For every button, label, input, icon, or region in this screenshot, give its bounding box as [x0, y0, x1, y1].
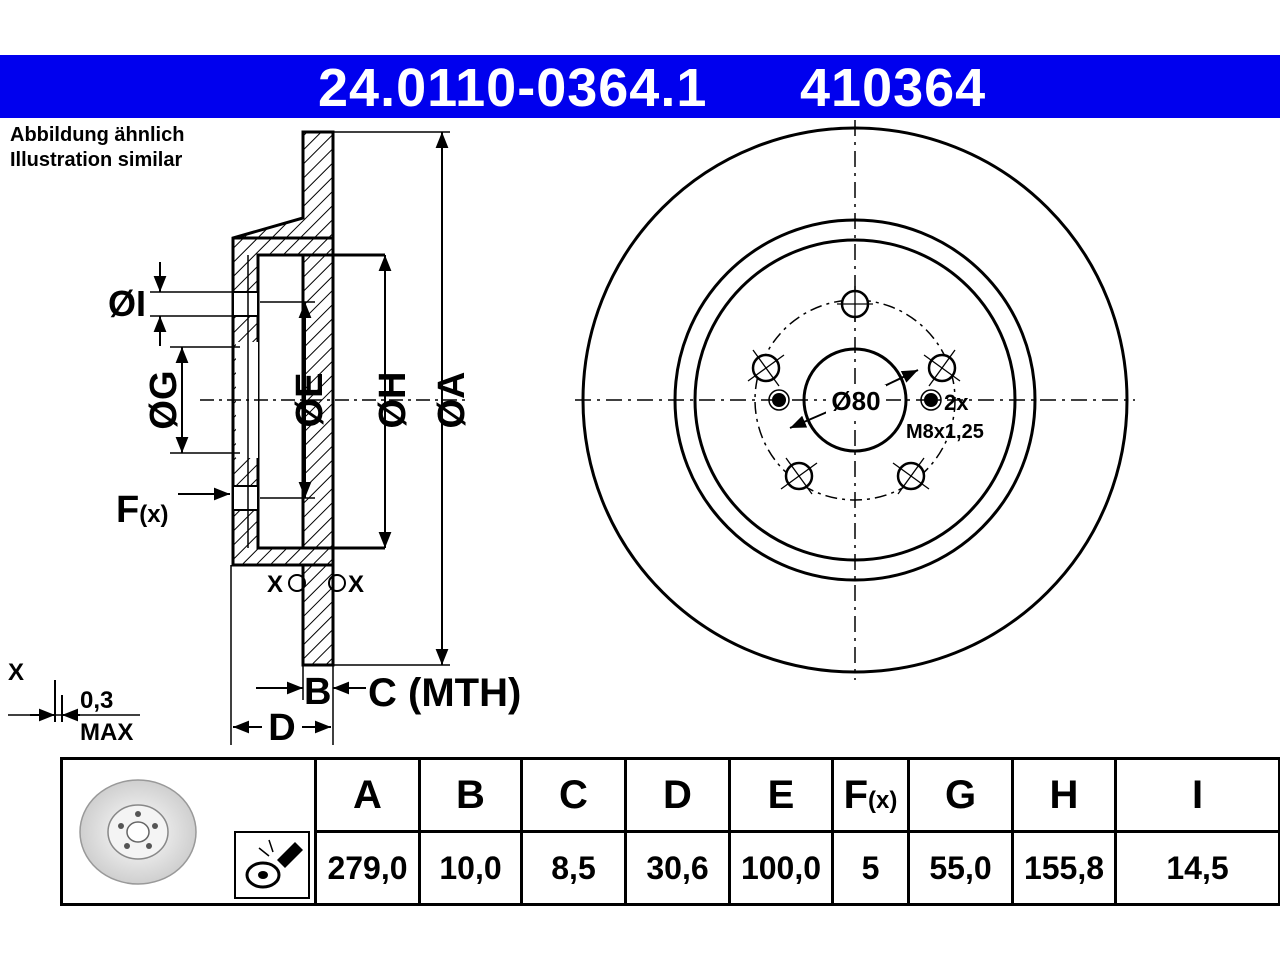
dim-label-g: ØG — [143, 370, 185, 429]
value-a: 279,0 — [314, 830, 421, 906]
dim-label-i: ØI — [108, 283, 146, 324]
value-i: 14,5 — [1114, 830, 1280, 906]
value-h: 155,8 — [1011, 830, 1117, 906]
front-view: Ø80 2x M8x1,25 — [575, 120, 1135, 680]
side-section-view: ØI ØG ØE ØH ØA F(x) X X — [8, 130, 521, 749]
friction-inner-edge — [673, 218, 1037, 582]
runout-x-label: X — [8, 659, 24, 686]
x-mark-left: X — [267, 571, 283, 598]
disc-thumbnail — [79, 779, 310, 899]
runout-value: 0,3 — [80, 687, 113, 714]
header-i: I — [1114, 757, 1280, 833]
value-f: 5 — [831, 830, 910, 906]
spray-disc-icon — [245, 861, 281, 889]
bolt-circle — [754, 299, 956, 501]
bore-diameter-label: Ø80 — [831, 386, 880, 416]
hat-edge — [693, 238, 1017, 562]
header-g: G — [907, 757, 1014, 833]
spray-can-icon — [277, 842, 303, 868]
dim-label-a: ØA — [431, 372, 473, 429]
outer-rim — [581, 126, 1129, 674]
value-e: 100,0 — [728, 830, 834, 906]
value-g: 55,0 — [907, 830, 1014, 906]
header-h: H — [1011, 757, 1117, 833]
note-line-en: Illustration similar — [10, 149, 183, 171]
value-d: 30,6 — [624, 830, 731, 906]
spec-table: A B C D E F(x) G H I 279,0 10,0 8,5 30,6… — [60, 757, 1280, 906]
header-f: F(x) — [831, 757, 910, 833]
runout-max: MAX — [80, 719, 133, 746]
value-c: 8,5 — [520, 830, 627, 906]
dim-label-h: ØH — [372, 372, 414, 429]
dim-label-e: ØE — [289, 373, 331, 428]
thread-count-label: 2x — [944, 390, 969, 415]
header-e: E — [728, 757, 834, 833]
part-number: 24.0110-0364.1 — [318, 58, 708, 118]
thumbnail-cell — [60, 757, 317, 906]
center-bore — [802, 347, 908, 453]
value-b: 10,0 — [418, 830, 523, 906]
header-b: B — [418, 757, 523, 833]
dim-label-c: C (MTH) — [368, 671, 521, 715]
dim-label-b: B — [304, 671, 331, 713]
header-a: A — [314, 757, 421, 833]
header-c: C — [520, 757, 627, 833]
technical-drawing: ØI ØG ØE ØH ØA F(x) X X — [8, 120, 1135, 749]
threaded-holes — [768, 389, 942, 411]
header-bar: 24.0110-0364.1 410364 — [0, 55, 1280, 118]
dim-label-f: F(x) — [116, 489, 169, 531]
short-number: 410364 — [800, 58, 987, 118]
illustration-note: Abbildung ähnlich Illustration similar — [10, 123, 184, 173]
note-line-de: Abbildung ähnlich — [10, 124, 185, 146]
header-d: D — [624, 757, 731, 833]
x-mark-right: X — [348, 571, 364, 598]
thread-spec-label: M8x1,25 — [906, 421, 984, 443]
dim-label-d: D — [268, 707, 295, 749]
stud-holes — [747, 286, 961, 495]
